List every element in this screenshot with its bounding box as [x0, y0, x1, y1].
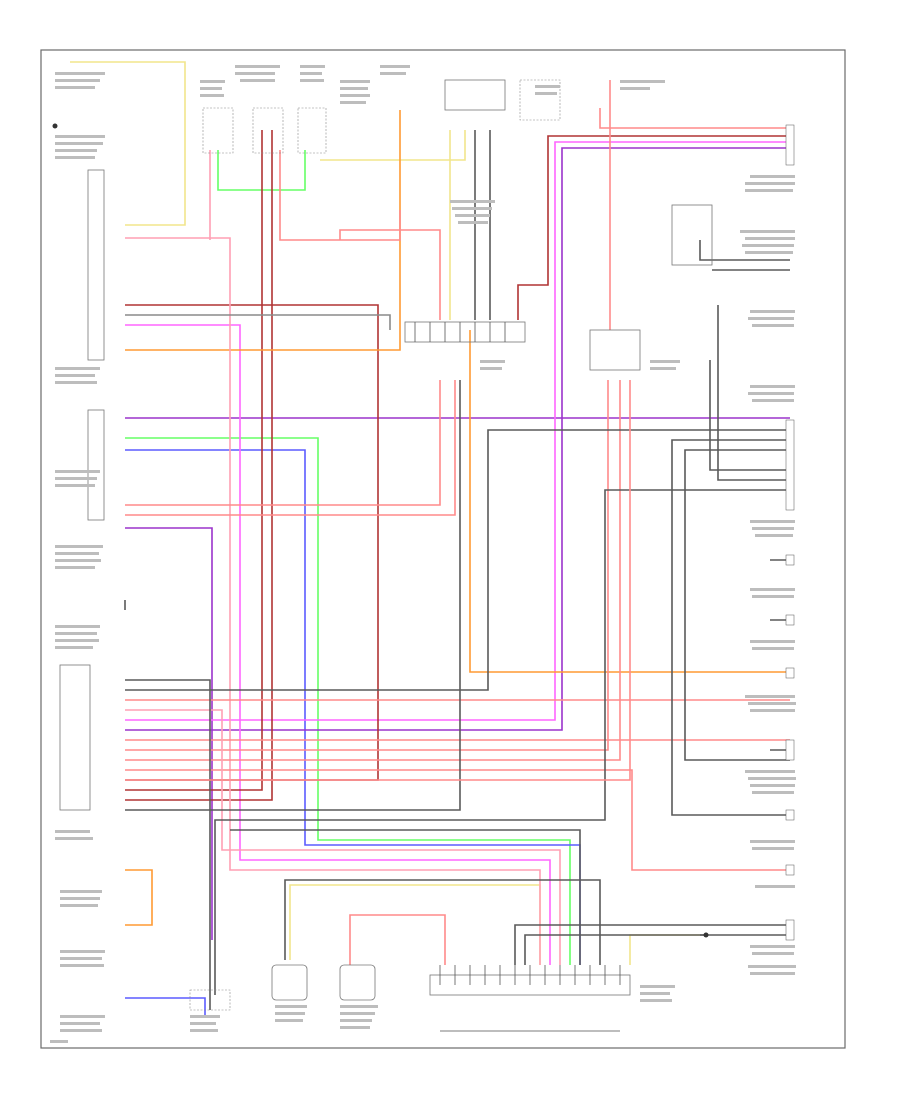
wire-pink-long-2: [125, 709, 561, 965]
wire-gray-long: [125, 429, 790, 691]
wire-gray-left-vertical: [125, 679, 211, 1010]
wire-blue-bottom-left: [125, 997, 206, 1015]
wire-gray-right-to-left: [214, 489, 790, 995]
ground-icon: [703, 932, 709, 938]
wire-gray-lower: [125, 380, 461, 811]
right-connector-pins: [785, 124, 795, 941]
wire-red-mid-1: [125, 380, 441, 506]
wire-orange-bottom-left: [125, 869, 153, 926]
component-layer: [52, 79, 795, 1011]
wire-orange-top: [125, 110, 401, 351]
wire-darkred-sensor: [125, 130, 263, 791]
ground-icon: [52, 123, 58, 129]
wire-orange-right: [469, 330, 790, 673]
bottom-sensor-1: [271, 964, 308, 1001]
wire-green-long: [125, 437, 571, 965]
wire-gray-bottom-right: [514, 924, 790, 965]
wire-gray-bottom: [230, 829, 581, 965]
bottom-sensor-2: [339, 964, 376, 1001]
left-module-connector-3: [59, 664, 91, 811]
relay-box: [671, 204, 713, 266]
wire-darkred-sensor-2: [125, 130, 273, 801]
wire-magenta-right: [125, 141, 790, 721]
illegible-label-blocks: [50, 65, 796, 1043]
wire-yellow-bottom-right: [629, 934, 700, 965]
wire-magenta-long: [125, 324, 551, 965]
sensor-block-1: [202, 107, 234, 154]
wire-red-top-right-h: [599, 108, 790, 129]
sensor-block-3: [297, 107, 327, 154]
wire-darkred-right-top: [517, 135, 790, 320]
wire-red-connector-drop: [125, 380, 631, 781]
wire-gray-bottom-2: [284, 879, 601, 965]
wire-pink-long-1: [125, 237, 541, 965]
wire-layer: [70, 61, 790, 1015]
wire-red-to-right-connector: [125, 380, 609, 751]
wire-purple-right-drop: [125, 147, 790, 731]
wire-gray-bottom-right-2: [524, 934, 790, 965]
left-module-connector-2: [87, 409, 105, 521]
wire-red-bottom-loop: [349, 914, 446, 965]
wire-red-to-right-bottom: [125, 769, 790, 871]
wire-yellow-top-left: [70, 61, 186, 226]
diagram-frame: [40, 49, 846, 1049]
center-connector-ticks: [414, 322, 506, 342]
wire-yellow-bottom: [289, 884, 541, 965]
left-module-connector: [87, 169, 105, 361]
center-junction-connector: [404, 321, 526, 343]
wire-gray-right-stub: [709, 360, 790, 471]
sensor-block-2: [252, 107, 284, 154]
wire-gray-right-loop: [671, 439, 790, 816]
wire-red-mid-2: [125, 380, 456, 516]
wire-gray-1: [125, 314, 391, 330]
right-junction-connector: [589, 329, 641, 371]
wire-red-center-loop: [339, 229, 441, 320]
bottom-connector-ticks: [439, 965, 621, 985]
wire-gray-right-stub-2: [717, 305, 790, 481]
wire-purple-left-drop: [125, 527, 213, 940]
top-junction-block: [444, 79, 506, 111]
bottom-left-connector: [189, 989, 231, 1011]
wire-red-to-right-connector-2: [125, 380, 621, 761]
wire-red-sensor-right: [279, 150, 401, 241]
wire-gray-right-loop-2: [684, 449, 790, 761]
wire-darkred-left-loop: [125, 304, 379, 781]
wire-gray-relay: [699, 240, 790, 261]
wire-yellow-top-center: [320, 130, 466, 161]
top-relay-block: [519, 79, 561, 121]
